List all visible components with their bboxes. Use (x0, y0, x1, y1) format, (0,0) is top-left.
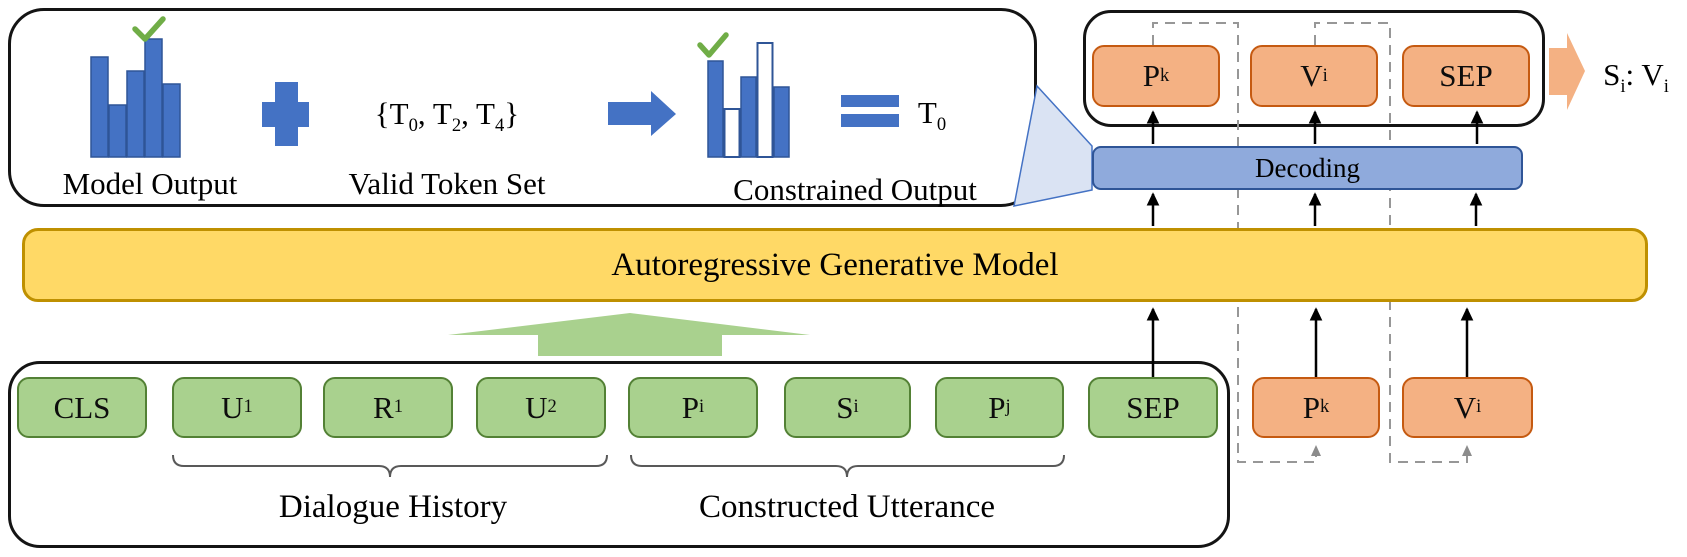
zoom-funnel-shape (1013, 84, 1093, 207)
input-up-arrow (448, 313, 810, 356)
feedback-loop-vi-dashed (1314, 22, 1472, 463)
result-arrow (1549, 33, 1585, 110)
valid-token-set-text: {T0, T2, T4} (374, 96, 520, 137)
constructed-utterance-label: Constructed Utterance (699, 489, 995, 525)
output-token-sep-text: SEP (1439, 58, 1493, 93)
output-token-vi-text: V (1300, 58, 1323, 93)
dialogue-history-label: Dialogue History (278, 489, 508, 525)
result-text: Si: Vi (1603, 57, 1669, 98)
constrained-output-label: Constrained Output (733, 172, 977, 207)
decoding-label: Decoding (1255, 152, 1360, 183)
right-arrow-icon (608, 91, 676, 136)
generative-model-bar: Autoregressive Generative Model (22, 228, 1648, 302)
checkmark-icon (132, 16, 166, 42)
model-output-label: Model Output (62, 166, 238, 201)
decoding-bar: Decoding (1092, 146, 1523, 190)
checkmark-icon (697, 32, 729, 58)
input-token-sep: SEP (1088, 377, 1218, 438)
generative-model-label: Autoregressive Generative Model (611, 246, 1059, 283)
output-token-sep: SEP (1402, 45, 1530, 107)
valid-token-set-label: Valid Token Set (348, 166, 546, 201)
plus-icon (262, 82, 309, 146)
selected-token-text: T0 (917, 95, 947, 136)
input-token-cls: CLS (17, 377, 147, 438)
output-token-pk-text: P (1142, 58, 1160, 93)
input-to-model-arrows (1146, 307, 1474, 377)
model-output-histogram-icon (90, 38, 181, 158)
model-to-decoding-arrows (1146, 192, 1483, 226)
dialogue-history-brace (172, 454, 608, 478)
decoding-to-output-arrows (1146, 110, 1484, 144)
constructed-utterance-brace (630, 454, 1065, 478)
constrained-output-histogram-icon (707, 42, 790, 158)
equals-icon (841, 95, 899, 127)
